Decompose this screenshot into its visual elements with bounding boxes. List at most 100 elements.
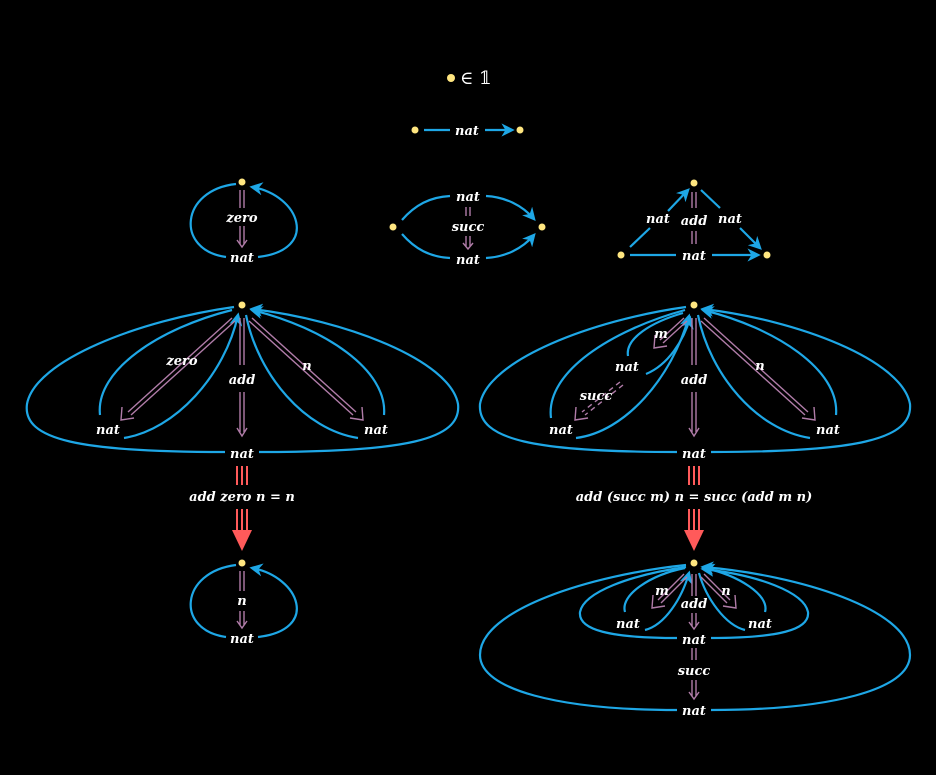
- zero-loop-left: [189, 182, 237, 259]
- zero-loop-outer: [98, 308, 233, 416]
- n-loop-outer: [700, 306, 838, 416]
- zero-label: zero: [165, 354, 198, 369]
- nat-label: nat: [682, 447, 706, 462]
- nat-label: nat: [615, 360, 639, 375]
- n-cell: [700, 317, 809, 416]
- n-loop-outer: [249, 306, 386, 416]
- succ-cell: [581, 381, 624, 416]
- succ-label: succ: [580, 389, 613, 404]
- n-cell-head: [236, 611, 248, 630]
- left-equation: add zero n = n: [189, 490, 295, 505]
- n-cell-stem: [239, 571, 245, 591]
- succ-cell-stem: [465, 207, 471, 216]
- add-cell-head: [688, 392, 700, 438]
- nat-label: nat: [816, 423, 840, 438]
- add-label: add: [681, 373, 708, 388]
- nat-generator: nat: [411, 123, 524, 139]
- nat-label: nat: [616, 617, 640, 632]
- unit-header: ∈ 𝟙: [447, 68, 492, 89]
- outer-loop-left: [25, 305, 235, 454]
- n-loop-right: [249, 563, 298, 639]
- nat-label: nat: [718, 212, 742, 227]
- nat-label: nat: [364, 423, 388, 438]
- left-result: n nat: [189, 559, 298, 647]
- m-loop-outer: [623, 566, 686, 613]
- m-label: m: [654, 327, 668, 342]
- add-generator: nat nat add nat: [617, 179, 771, 264]
- m-cell-head: [653, 334, 668, 349]
- add-cell-stem: [691, 231, 697, 244]
- nat-label: nat: [455, 124, 479, 139]
- succ-bottom-out: [485, 232, 536, 260]
- rewrite-stem: [236, 466, 248, 485]
- nat-label: nat: [682, 704, 706, 719]
- succ-cell-head: [574, 406, 589, 421]
- right-rewrite: add (succ m) n = succ (add m n): [576, 466, 813, 551]
- nat-label: nat: [682, 633, 706, 648]
- succ-cell-head: [462, 236, 474, 251]
- succ-label: succ: [678, 664, 711, 679]
- n-cell-head: [349, 406, 364, 421]
- n-loop-inner: [696, 314, 811, 440]
- zero-cell-head: [120, 406, 135, 421]
- n-label: n: [755, 359, 764, 374]
- add-cell-head: [688, 613, 700, 631]
- point-dot: [690, 301, 698, 309]
- zero-generator: zero nat: [189, 178, 298, 266]
- point-dot: [238, 178, 246, 186]
- left-composite: zero add n nat nat nat: [25, 301, 460, 462]
- zero-cell-stem: [239, 190, 245, 208]
- nat-label: nat: [549, 423, 573, 438]
- middle-loop-right: [700, 563, 810, 640]
- n-label: n: [721, 584, 730, 599]
- rewrite-arrowhead: [684, 530, 704, 551]
- succ-cell-head: [688, 680, 700, 701]
- n-cell: [700, 573, 731, 604]
- m-label: m: [655, 584, 669, 599]
- outer-loop-right: [700, 303, 912, 454]
- add-edge-right-lower: [739, 227, 762, 250]
- point-dot: [238, 559, 246, 567]
- point-dot: [516, 126, 524, 134]
- right-composite: m nat succ add n nat nat nat: [478, 301, 912, 462]
- point-dot: [411, 126, 419, 134]
- zero-loop-inner: [123, 312, 243, 440]
- add-cell-head: [236, 392, 248, 438]
- point-dot: [690, 559, 698, 567]
- m-cell: [657, 573, 688, 604]
- outer-loop-right: [700, 561, 912, 712]
- n-cell-head: [801, 406, 816, 421]
- rewrite-arrowhead: [232, 530, 252, 551]
- add-cell-stem: [239, 318, 245, 365]
- n-label: n: [237, 594, 246, 609]
- left-rewrite: add zero n = n: [189, 466, 295, 551]
- succ-top-out: [485, 194, 536, 222]
- m-cell: [659, 317, 688, 344]
- succ-label: succ: [452, 220, 485, 235]
- m-loop-inner: [645, 315, 694, 376]
- middle-loop-left: [578, 565, 687, 640]
- point-dot: [617, 251, 625, 259]
- outer-loop-left: [478, 305, 687, 454]
- zero-label: zero: [225, 211, 258, 226]
- add-cell-stem: [691, 192, 697, 208]
- n-loop-outer: [701, 563, 767, 613]
- right-equation: add (succ m) n = succ (add m n): [576, 490, 813, 505]
- add-edge-right-upper: [700, 189, 721, 209]
- point-dot: [538, 223, 546, 231]
- nat-label: nat: [456, 253, 480, 268]
- succ-cell-stem: [691, 648, 697, 660]
- nat-label: nat: [456, 190, 480, 205]
- m-cell-head: [651, 594, 666, 609]
- point-dot: [389, 223, 397, 231]
- succ-top-in: [401, 194, 451, 221]
- point-dot: [447, 74, 455, 82]
- point-dot: [690, 179, 698, 187]
- outer-loop-left: [478, 563, 687, 712]
- nat-label: nat: [646, 212, 670, 227]
- add-cell-stem: [691, 318, 697, 365]
- nat-label: nat: [96, 423, 120, 438]
- nat-label: nat: [230, 447, 254, 462]
- add-label: add: [229, 373, 256, 388]
